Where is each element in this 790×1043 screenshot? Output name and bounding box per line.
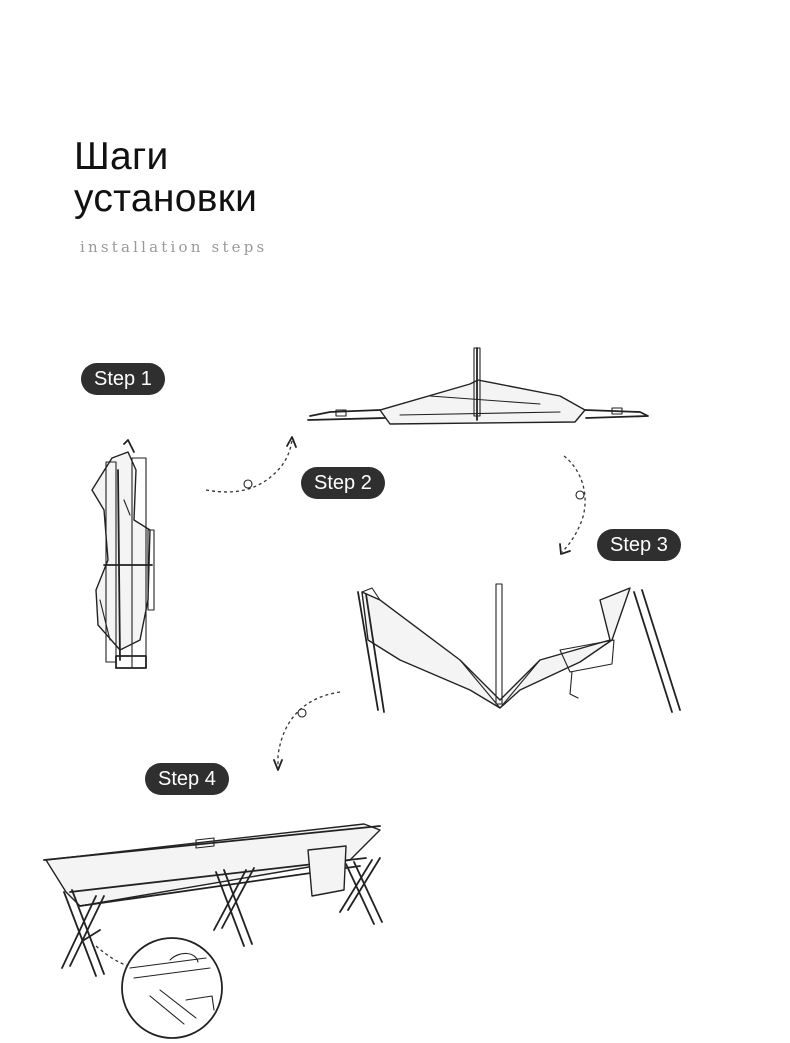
title-line-2: установки xyxy=(74,177,258,220)
page-title: Шаги установки xyxy=(74,136,257,220)
step-2-unfolded-cot-illustration xyxy=(307,347,649,425)
arrow-step3-to-step4 xyxy=(273,691,341,771)
step-4-badge: Step 4 xyxy=(145,763,229,795)
step-1-folded-cot-illustration xyxy=(91,439,155,669)
title-line-1: Шаги xyxy=(74,135,169,178)
step-1-badge: Step 1 xyxy=(81,363,165,395)
step-3-badge: Step 3 xyxy=(597,529,681,561)
step-3-unfolding-cot-illustration xyxy=(357,583,681,713)
arrow-step2-to-step3 xyxy=(559,455,586,555)
arrow-step1-to-step2 xyxy=(205,436,297,493)
page-subtitle: installation steps xyxy=(80,238,268,256)
step-2-badge: Step 2 xyxy=(301,467,385,499)
step-4-assembled-cot-illustration xyxy=(43,823,383,1039)
